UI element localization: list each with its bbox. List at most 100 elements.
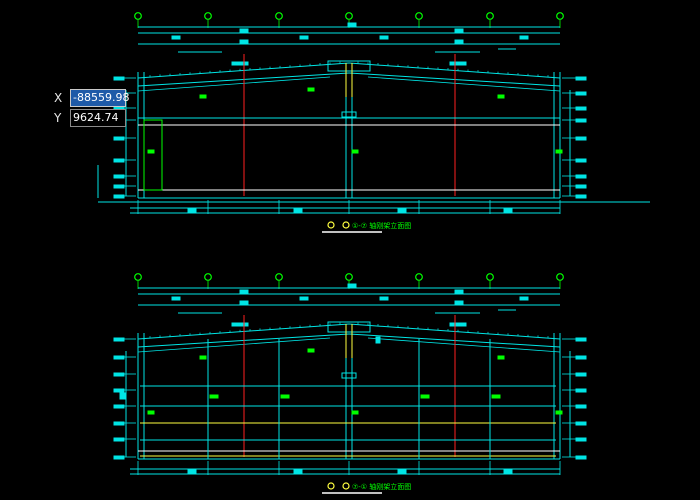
grid-bubble-icon: [415, 273, 423, 281]
elevation-marker-icon: [113, 194, 125, 199]
dimension-text: [187, 208, 197, 213]
dimension-text: [347, 22, 357, 27]
elevation-marker-icon: [113, 174, 125, 179]
grid-bubble-icon: [415, 12, 423, 20]
dimension-text: [503, 469, 513, 474]
dimension-text: [519, 35, 529, 40]
dimension-text: [454, 300, 464, 305]
post-label: [209, 394, 219, 399]
view-caption: ①-⑦ 轴刚架立面图: [352, 221, 411, 230]
dimension-text: [239, 289, 249, 294]
grid-bubble-icon: [342, 221, 350, 229]
elevation-marker-icon: [113, 404, 125, 409]
elevation-marker-icon: [575, 136, 587, 141]
x-coordinate-input[interactable]: -88559.98: [70, 89, 129, 107]
elevation-marker-icon: [113, 455, 125, 460]
dimension-text: [347, 283, 357, 288]
grid-bubble-icon: [556, 273, 564, 281]
grid-bubble-icon: [345, 12, 353, 20]
note-text: [231, 61, 249, 66]
elevation-marker-icon: [575, 174, 587, 179]
grid-bubble-icon: [327, 221, 335, 229]
green-label: [555, 410, 563, 415]
green-label: [307, 348, 315, 353]
x-coordinate-label: X: [54, 91, 63, 105]
grid-bubble-icon: [486, 12, 494, 20]
rafter-flange: [367, 76, 561, 92]
dimension-text: [293, 208, 303, 213]
bracing-box: [143, 119, 163, 191]
elevation-marker-icon: [575, 355, 587, 360]
green-label: [497, 94, 505, 99]
dimension-text: [299, 35, 309, 40]
dimension-text: [397, 469, 407, 474]
elevation-marker-icon: [113, 355, 125, 360]
elevation-marker-icon: [113, 372, 125, 377]
grid-bubble-icon: [275, 273, 283, 281]
elevation-marker-icon: [113, 76, 125, 81]
dimension-text: [239, 39, 249, 44]
grid-bubble-icon: [342, 482, 350, 490]
grid-bubble-icon: [556, 12, 564, 20]
elevation-marker-icon: [575, 421, 587, 426]
elevation-marker-icon: [575, 184, 587, 189]
elevation-marker-icon: [575, 158, 587, 163]
elevation-marker-icon: [113, 337, 125, 342]
elevation-marker-icon: [575, 404, 587, 409]
elevation-marker-icon: [113, 184, 125, 189]
ridge-connection: [327, 321, 371, 333]
dimension-text: [503, 208, 513, 213]
elevation-marker-icon: [113, 421, 125, 426]
dimension-text: [519, 296, 529, 301]
rafter-flange: [137, 76, 331, 92]
green-label: [147, 149, 155, 154]
y-coordinate-row: Y 9624.74: [54, 109, 126, 127]
elevation-marker-icon: [575, 388, 587, 393]
x-coordinate-row: X -88559.98: [54, 89, 129, 107]
view-caption: ⑦-① 轴刚架立面图: [352, 482, 411, 491]
dimension-text: [239, 300, 249, 305]
rafter-flange: [367, 337, 561, 353]
green-label: [199, 94, 207, 99]
elevation-marker-icon: [575, 455, 587, 460]
elevation-marker-icon: [113, 437, 125, 442]
grid-bubble-icon: [134, 273, 142, 281]
window-marker: [119, 392, 127, 400]
grid-bubble-icon: [345, 273, 353, 281]
post-label: [491, 394, 501, 399]
dimension-text: [397, 208, 407, 213]
dimension-text: [454, 39, 464, 44]
elevation-marker-icon: [575, 91, 587, 96]
y-coordinate-label: Y: [54, 111, 62, 125]
elevation-marker-icon: [113, 158, 125, 163]
elevation-marker-icon: [575, 337, 587, 342]
elevation-marker-icon: [575, 194, 587, 199]
dimension-text: [239, 28, 249, 33]
green-label: [199, 355, 207, 360]
dimension-text: [454, 289, 464, 294]
dimension-text: [379, 296, 389, 301]
dimension-text: [379, 35, 389, 40]
grid-bubble-icon: [486, 273, 494, 281]
note-text: [231, 322, 249, 327]
post-label: [280, 394, 290, 399]
grid-bubble-icon: [204, 12, 212, 20]
y-coordinate-input[interactable]: 9624.74: [70, 109, 126, 127]
window-marker: [375, 336, 381, 344]
grid-bubble-icon: [134, 12, 142, 20]
green-label: [351, 149, 359, 154]
green-label: [351, 410, 359, 415]
dimension-text: [299, 296, 309, 301]
grid-bubble-icon: [204, 273, 212, 281]
elevation-marker-icon: [113, 136, 125, 141]
elevation-marker-icon: [575, 118, 587, 123]
dimension-text: [171, 35, 181, 40]
dimension-text: [454, 28, 464, 33]
dimension-text: [171, 296, 181, 301]
dimension-text: [293, 469, 303, 474]
ridge-connection: [327, 60, 371, 72]
elevation-marker-icon: [113, 388, 125, 393]
column-cap: [341, 111, 357, 118]
